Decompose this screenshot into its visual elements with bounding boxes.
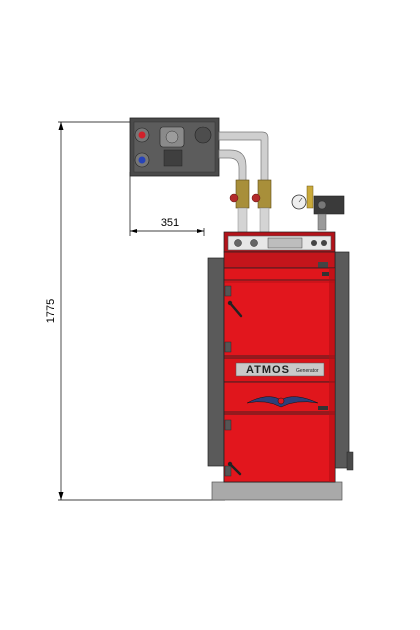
gauge-needle: [298, 197, 303, 203]
pump-unit-port: [194, 126, 212, 144]
safety-group-body: [313, 195, 345, 215]
boiler-left-side-panel: [207, 257, 225, 467]
thermostat-dial-icon: [234, 239, 242, 247]
safety-valve: [306, 185, 314, 209]
safety-group: [291, 185, 345, 231]
return-valve-handle: [229, 193, 239, 203]
model-name: Generator: [296, 368, 319, 374]
brand-plate: [235, 362, 325, 377]
top-hinge-right: [322, 272, 329, 276]
lower-door-handle-icon: [228, 462, 242, 476]
height-arrow-top: [58, 122, 64, 130]
lower-ash-door: [223, 413, 336, 483]
emblem-center: [277, 397, 285, 405]
boiler: ATMOS Generator: [207, 231, 354, 501]
air-flap-lever: [318, 406, 328, 410]
upper-door-hinge-bottom: [224, 341, 232, 353]
pump-motor-cap: [165, 130, 179, 144]
top-cover-latch: [318, 262, 328, 268]
supply-fitting: [257, 179, 272, 209]
control-display: [267, 237, 303, 249]
mixing-valve: [163, 149, 183, 167]
power-switch-icon: [311, 240, 317, 246]
supply-valve-handle: [251, 193, 261, 203]
safety-group-pipe: [317, 213, 327, 231]
height-dimension: [58, 121, 225, 501]
upper-door-handle-icon: [228, 301, 243, 318]
rear-flue-stub: [346, 451, 354, 471]
lower-door-hinge-top: [224, 419, 232, 431]
brand-name: ATMOS: [246, 364, 290, 376]
body-edge-shadow: [329, 268, 335, 482]
pump-unit: [129, 117, 220, 177]
valve-blue-center: [138, 156, 146, 164]
upper-loading-door: [223, 279, 336, 357]
boiler-base: [211, 481, 343, 501]
supply-pipe-stub: [259, 207, 270, 233]
valve-red-center: [138, 131, 146, 139]
thermometer-dial-icon: [250, 239, 258, 247]
height-arrow-bottom: [58, 492, 64, 500]
return-fitting: [235, 179, 250, 209]
upper-door-handle-pivot: [227, 300, 233, 306]
fan-switch-icon: [321, 240, 327, 246]
offset-dimension: [129, 172, 205, 236]
offset-arrow-right: [197, 229, 204, 233]
lower-door-hinge-bottom: [224, 465, 232, 477]
return-pipe-stub: [237, 207, 248, 233]
lower-door-handle-pivot: [227, 461, 233, 467]
offset-arrow-left: [130, 229, 137, 233]
pipe-fittings: [229, 179, 272, 233]
upper-door-hinge-top: [224, 285, 232, 297]
air-flap-panel: [223, 381, 336, 413]
height-dimension-label: 1775: [45, 299, 57, 323]
boiler-right-side-panel: [334, 251, 350, 469]
air-vent-cap: [317, 200, 327, 210]
offset-dimension-label: 351: [161, 217, 179, 229]
